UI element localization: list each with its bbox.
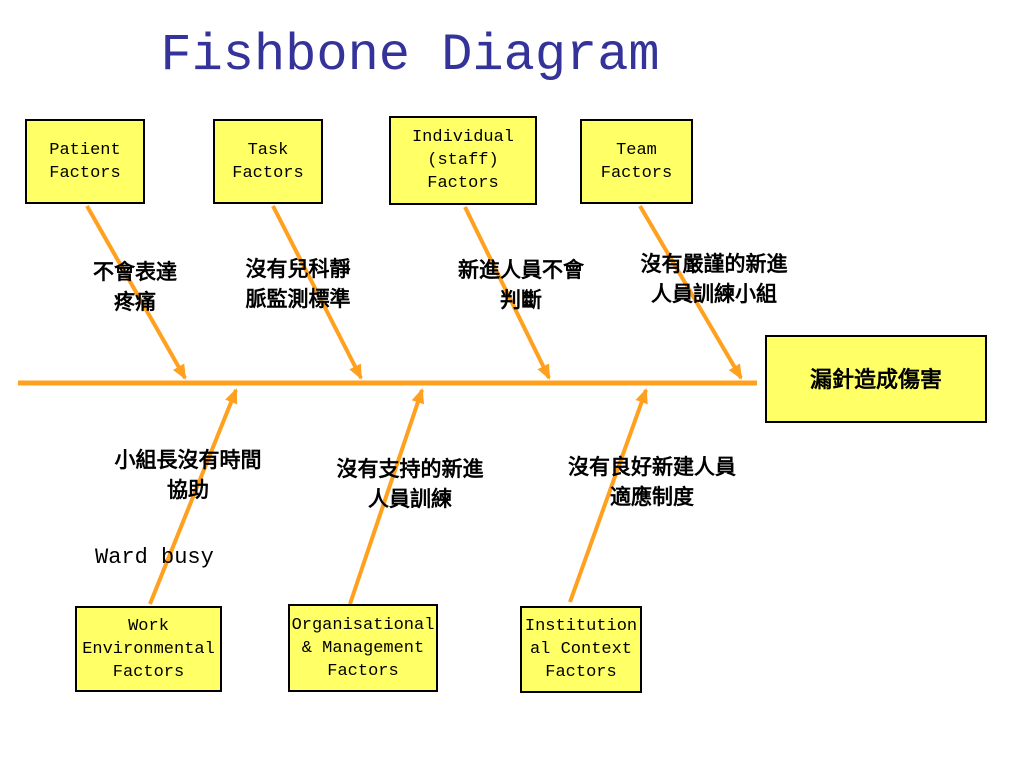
branch-arrow-institutional [568,388,648,603]
category-box-label: Individual (staff) Factors [411,128,515,193]
category-box-label: Team Factors [600,140,673,183]
category-box-institutional-context: Institution al Context Factors [520,606,642,693]
cause-label-individual: 新進人員不會 判斷 [458,259,584,312]
cause-label-ward-busy: Ward busy [95,545,214,570]
category-box-label: Patient Factors [49,140,121,183]
category-box-task: Task Factors [213,119,323,204]
effect-box-label: 漏針造成傷害 [809,366,942,392]
cause-label-institutional: 沒有良好新建人員 適應制度 [568,456,736,509]
category-box-individual-staff: Individual (staff) Factors [389,116,537,205]
category-box-patient: Patient Factors [25,119,145,204]
category-box-label: Work Environmental Factors [82,616,215,682]
cause-label-organisational: 沒有支持的新進 人員訓練 [336,458,484,511]
category-box-label: Task Factors [232,140,304,183]
cause-label-patient: 不會表達 疼痛 [93,261,177,314]
effect-box: 漏針造成傷害 [765,335,987,423]
branch-arrow-work-environmental [148,388,238,605]
branch-arrow-patient [85,205,187,380]
branch-arrow-organisational [348,388,425,605]
category-box-work-environmental: Work Environmental Factors [75,606,222,692]
category-box-label: Organisational & Management Factors [291,615,435,681]
cause-label-work-environmental: 小組長沒有時間 協助 [114,449,262,502]
category-box-organisational-management: Organisational & Management Factors [288,604,438,692]
category-box-team: Team Factors [580,119,693,204]
branch-arrow-task [271,205,363,380]
cause-label-team: 沒有嚴謹的新進 人員訓練小組 [640,253,788,306]
page-title: Fishbone Diagram [160,26,660,85]
branch-arrow-individual [463,206,551,380]
category-box-label: Institution al Context Factors [524,617,638,682]
branch-arrow-team [638,204,743,380]
cause-label-task: 沒有兒科靜 脈監測標準 [245,258,351,311]
